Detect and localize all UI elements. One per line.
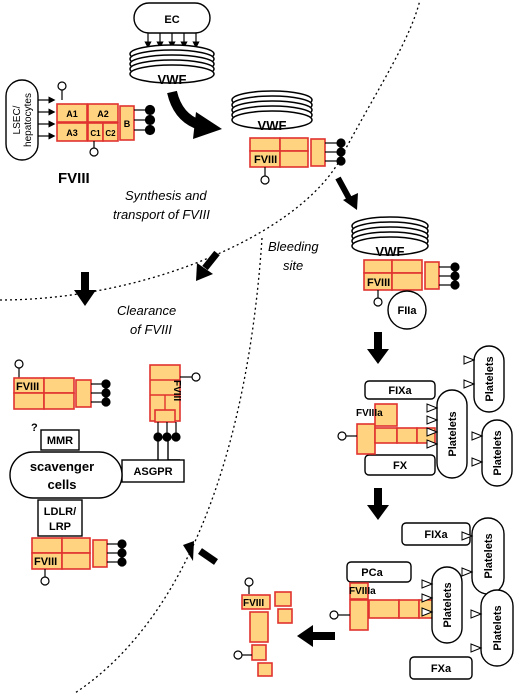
bleeding-caption-line2: site <box>283 258 303 273</box>
bleeding-caption-line1: Bleeding <box>268 239 319 254</box>
fx-label: FX <box>393 460 408 472</box>
glycan-chains <box>134 104 156 136</box>
platelet-inactivation-main <box>431 566 463 644</box>
mmr-receptor <box>40 429 80 451</box>
vwf-label-bleeding-site: VWF <box>376 244 405 259</box>
vwf-multimer-ec: VWF <box>129 44 215 87</box>
asgpr-label: ASGPR <box>133 466 172 478</box>
domain-b <box>119 105 135 141</box>
fviii-label-main: FVIII <box>58 170 90 187</box>
fixa-label-inactivation: FIXa <box>424 529 448 541</box>
fviiia-label-inactivation: FVIIIa <box>349 586 376 597</box>
arrow-to-scavenger-cells <box>198 548 218 565</box>
platelets-label-tenase-top: Platelets <box>484 356 496 401</box>
domain-c2 <box>102 122 119 142</box>
platelet-inactivation-bottom <box>480 589 514 667</box>
ldlr-lrp-receptor <box>37 499 83 537</box>
clearance-caption-line2: of FVIII <box>130 322 172 337</box>
fviii-label-fragments: FVIII <box>243 598 264 609</box>
tenase-complex: FIXa FX FVIIIa Platelets Platelets Plate… <box>337 345 513 487</box>
fviii-label-asgpr: FVIII <box>171 380 182 401</box>
platelet-receptors-tenase <box>426 355 484 467</box>
fviii-vwf-complex-circulating: VWF FVIII <box>231 90 346 185</box>
lsec-label: LSEC/ <box>12 105 23 134</box>
arrow-to-tenase <box>374 332 382 349</box>
arrow-to-fragments <box>313 632 335 640</box>
fixa-box-inactivation <box>401 522 471 546</box>
synthesis-caption-line1: Synthesis and <box>125 188 207 203</box>
fixa-box-tenase <box>364 380 436 400</box>
lrp-label: LRP <box>49 521 71 533</box>
arrow-to-bleeding-site <box>335 176 353 202</box>
platelets-label-inactivation-main: Platelets <box>442 582 454 627</box>
fxa-box <box>409 656 473 680</box>
domain-a3-label: A3 <box>66 128 78 138</box>
lsec-hepatocytes: LSEC/ hepatocytes <box>5 79 56 161</box>
platelets-label-inactivation-bottom: Platelets <box>492 605 504 650</box>
fviiia-label-tenase: FVIIIa <box>356 408 383 419</box>
fviii-label-bleeding-site: FVIII <box>367 277 390 289</box>
fxa-label: FXa <box>431 663 452 675</box>
separator-boundary-lower <box>74 237 263 693</box>
vwf-label-circulating: VWF <box>258 118 287 133</box>
arrow-clearance-left <box>81 272 89 290</box>
platelet-tenase-top <box>473 345 505 413</box>
pca-box <box>346 561 412 583</box>
scavenger-label-line2: cells <box>48 477 77 492</box>
endothelial-cell: EC <box>133 2 211 49</box>
fviii-label-mmr: FVIII <box>16 381 39 393</box>
arrow-to-inactivation <box>374 488 382 505</box>
scavenger-cell-system: FVIII ? FVIII MMR ASGPR scavenger cells <box>9 359 201 586</box>
unknown-receptor-label: ? <box>31 422 38 434</box>
ldlr-label: LDLR/ <box>44 506 76 518</box>
platelets-label-inactivation-top: Platelets <box>483 533 495 578</box>
scavenger-label-line1: scavenger <box>30 459 94 474</box>
inactivation-complex: FIXa PCa FVIIIa Platelets Platelets Plat… <box>329 517 514 680</box>
secretion-arrow <box>167 90 222 139</box>
fviii-domain-structure: A1 A2 A3 C1 C2 B FVIII <box>56 81 156 187</box>
thrombin-circle <box>387 290 427 330</box>
separator-boundary-upper <box>0 0 421 301</box>
fx-box <box>364 454 436 476</box>
fviii-label-ldlr: FVIII <box>34 556 57 568</box>
fixa-label-tenase: FIXa <box>388 385 412 397</box>
platelet-tenase-bottom <box>481 419 513 487</box>
synthesis-caption-line2: transport of FVIII <box>113 207 210 222</box>
domain-b-label: B <box>124 119 131 129</box>
fviii-label-circulating: FVIII <box>254 154 277 166</box>
domain-a2-label: A2 <box>97 109 109 119</box>
mmr-label: MMR <box>47 435 73 447</box>
clearance-caption-line1: Clearance <box>117 303 176 318</box>
platelets-label-tenase-bottom: Platelets <box>492 430 504 475</box>
platelet-tenase-main <box>436 389 468 479</box>
pca-label: PCa <box>361 567 383 579</box>
ec-label: EC <box>164 14 179 26</box>
domain-c2-label: C2 <box>105 129 116 138</box>
fviii-fragments: FVIII <box>233 577 293 677</box>
domain-a1-label: A1 <box>66 109 78 119</box>
ec-secretion-arrows <box>144 33 200 49</box>
domain-a2 <box>87 103 119 123</box>
domain-a3 <box>56 122 88 142</box>
fviii-vwf-complex-bleeding-site: VWF FVIII FIIa <box>351 216 460 330</box>
domain-a1 <box>56 103 88 123</box>
domain-c1-label: C1 <box>90 129 101 138</box>
lsec-secretion-arrows <box>38 96 56 140</box>
platelet-receptors-inactivation <box>421 531 483 653</box>
hepatocytes-label: hepatocytes <box>23 93 34 147</box>
platelets-label-tenase-main: Platelets <box>447 411 459 456</box>
lsec-cell <box>5 79 39 161</box>
vwf-label-ec: VWF <box>158 72 187 87</box>
fiia-label: FIIa <box>398 305 418 317</box>
scavenger-cell <box>9 451 123 499</box>
arrow-clearance-right <box>202 250 220 271</box>
